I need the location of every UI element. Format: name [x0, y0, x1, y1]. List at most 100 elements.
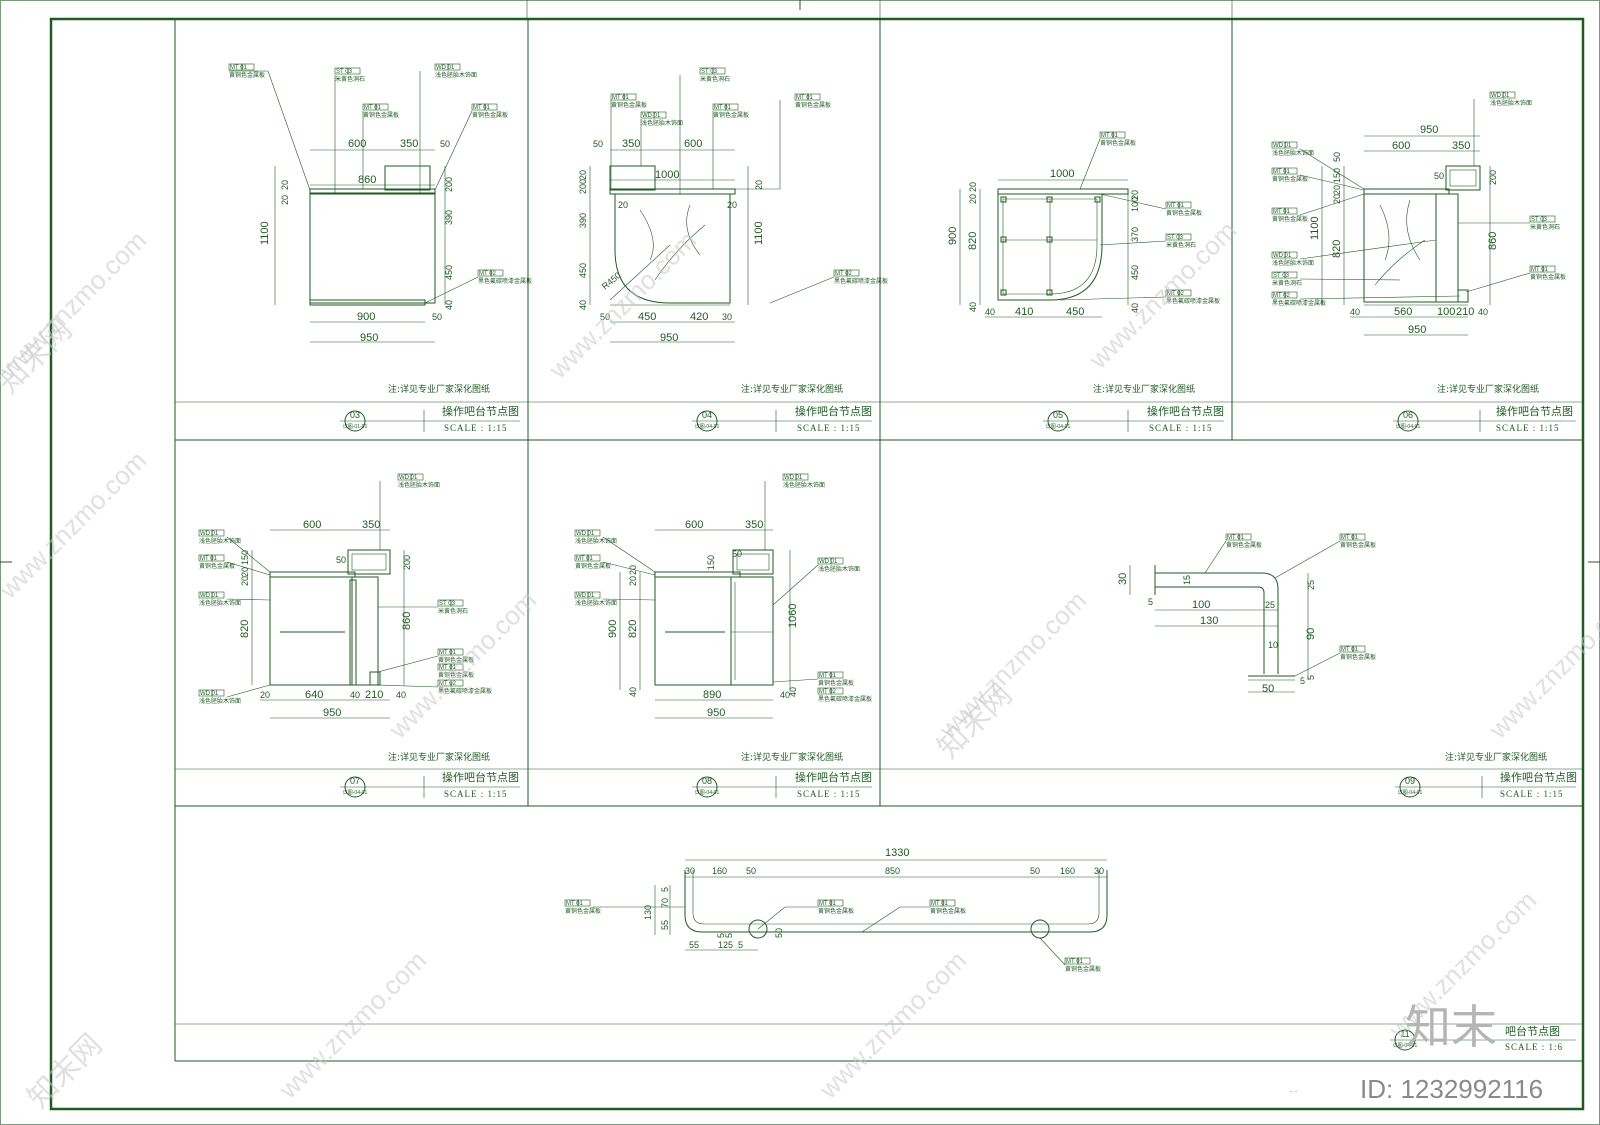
detail-number: 09 [1405, 776, 1415, 786]
dim: 130 [1200, 615, 1218, 627]
detail-title: 操作吧台节点图 [442, 770, 519, 784]
dim: 40 [1130, 303, 1140, 313]
dim: 20 [628, 565, 638, 575]
dim: 560 [1394, 306, 1412, 318]
watermark-url: www.znzmo.com [1082, 215, 1242, 375]
mat-code: WD 01 [436, 65, 455, 71]
detail-scale: SCALE : 1:15 [444, 789, 508, 799]
mat-code: MT 01 [1341, 647, 1359, 653]
mat-code: MT 01 [566, 901, 584, 907]
dim: 10 [1268, 640, 1278, 650]
mat-code: MT 01 [576, 556, 594, 562]
dim: 50 [1434, 171, 1444, 181]
mat-label: 黑色氟碳喷漆金属板 [478, 277, 532, 285]
mat-label: 黑色氟碳喷漆金属板 [1166, 297, 1220, 305]
detail-title: 吧台节点图 [1505, 1024, 1560, 1038]
dim: 20 [240, 576, 250, 586]
mat-label: 黄铜色金属板 [1340, 653, 1376, 661]
dim: 950 [360, 332, 378, 344]
mat-label: 黑色氟碳喷漆金属板 [438, 687, 492, 695]
dim: 210 [365, 689, 383, 701]
detail-11: 1330 30 160 50 850 50 160 30 130 5 70 55… [564, 847, 1108, 973]
dim: 130 [643, 905, 653, 920]
dim: 950 [707, 707, 725, 719]
dim: 1330 [885, 847, 909, 859]
mat-label: 米黄色洞石 [1166, 241, 1196, 249]
mat-code: MT 02 [835, 271, 853, 277]
dim: 390 [444, 210, 454, 225]
dim: 50 [732, 549, 742, 559]
detail-title: 操作吧台节点图 [1147, 404, 1224, 418]
detail-ref: 详图-04-01 [1398, 789, 1423, 796]
dim: 600 [684, 138, 702, 150]
detail-scale: SCALE : 1:15 [797, 789, 861, 799]
mat-code: ST 03 [336, 69, 353, 75]
dim: 20 [260, 690, 270, 700]
detail-ref: 详图-04-01 [1396, 423, 1421, 430]
mat-label: 黑色氟碳喷漆金属板 [834, 277, 888, 285]
dim: 40 [628, 687, 638, 697]
detail-03: 600 350 50 860 900 50 950 1100 20 20 200… [228, 63, 532, 344]
detail-ref: 详图-04-01 [695, 423, 720, 430]
watermark-cn: 知末网 [21, 1027, 109, 1115]
dim: 50 [432, 312, 442, 322]
dim: 850 [885, 866, 900, 876]
detail-title: 操作吧台节点图 [442, 404, 519, 418]
detail-number: 03 [350, 410, 360, 420]
dim: 370 [1130, 227, 1140, 242]
dim: 100 [1130, 197, 1140, 212]
mat-code: MT 01 [1066, 959, 1084, 965]
mat-code: WD 01 [576, 531, 595, 537]
detail-scale: SCALE : 1:15 [1496, 423, 1560, 433]
mat-label: 黑色氟碳喷漆金属板 [818, 695, 872, 703]
dim: 950 [323, 707, 341, 719]
footer-text: - - [1290, 1088, 1298, 1096]
dim: 160 [712, 866, 727, 876]
dim: 20 [1332, 185, 1342, 195]
dim: 20 [727, 200, 737, 210]
detail-number: 07 [350, 776, 360, 786]
dim: 600 [303, 519, 321, 531]
mat-label: 黄铜色金属板 [1340, 541, 1376, 549]
dim: 160 [1060, 866, 1075, 876]
mat-code: ST 03 [1273, 273, 1290, 279]
detail-ref: 详图-01-01 [343, 423, 368, 430]
watermark: www.znzmo.com www.znzmo.com www.znzmo.co… [0, 215, 1600, 1116]
mat-label: 黄铜色金属板 [438, 671, 474, 679]
dim: 30 [1117, 573, 1129, 585]
dim: 1100 [1309, 216, 1321, 240]
mat-code: MT 02 [1273, 293, 1291, 299]
dim: 50 [1030, 866, 1040, 876]
dim: 20 [968, 182, 978, 192]
dim: 900 [947, 227, 959, 245]
dim: 50 [1262, 683, 1274, 695]
dim: 5 [738, 940, 743, 950]
dim: 55 [660, 920, 670, 930]
mat-label: 黄铜色金属板 [1272, 175, 1308, 183]
detail-number: 04 [702, 410, 712, 420]
dim: 950 [660, 332, 678, 344]
dim: 50 [1332, 152, 1342, 162]
dim: 55 [689, 940, 699, 950]
dim: 40 [350, 690, 360, 700]
title-block-06: 06 详图-04-01 操作吧台节点图 SCALE : 1:15 注:详见专业厂… [1393, 383, 1576, 433]
mat-label: 黄铜色金属板 [1226, 541, 1262, 549]
detail-note: 注:详见专业厂家深化图纸 [741, 751, 843, 763]
dim: 150 [240, 550, 250, 565]
dim: 30 [722, 312, 732, 322]
watermark-url: www.znzmo.com [0, 445, 152, 605]
dim: 450 [638, 311, 656, 323]
mat-label: 浅色胚胎木饰面 [398, 481, 440, 489]
dim: 450 [1130, 265, 1140, 280]
mat-label: 黄铜色金属板 [199, 562, 235, 570]
dim: 450 [578, 263, 588, 278]
mat-label: 浅色胚胎木饰面 [199, 697, 241, 705]
mat-label: 米黄色洞石 [438, 607, 468, 615]
dim: 25 [1306, 580, 1316, 590]
mat-label: 黄铜色金属板 [363, 111, 399, 119]
detail-08: 600 350 50 890 40 950 900 20 20 820 40 1… [574, 473, 872, 719]
dim: 125 [718, 940, 733, 950]
logo-text: 知末 [1405, 1000, 1497, 1054]
dim: 20 [1130, 190, 1140, 200]
dim: 40 [1350, 307, 1360, 317]
